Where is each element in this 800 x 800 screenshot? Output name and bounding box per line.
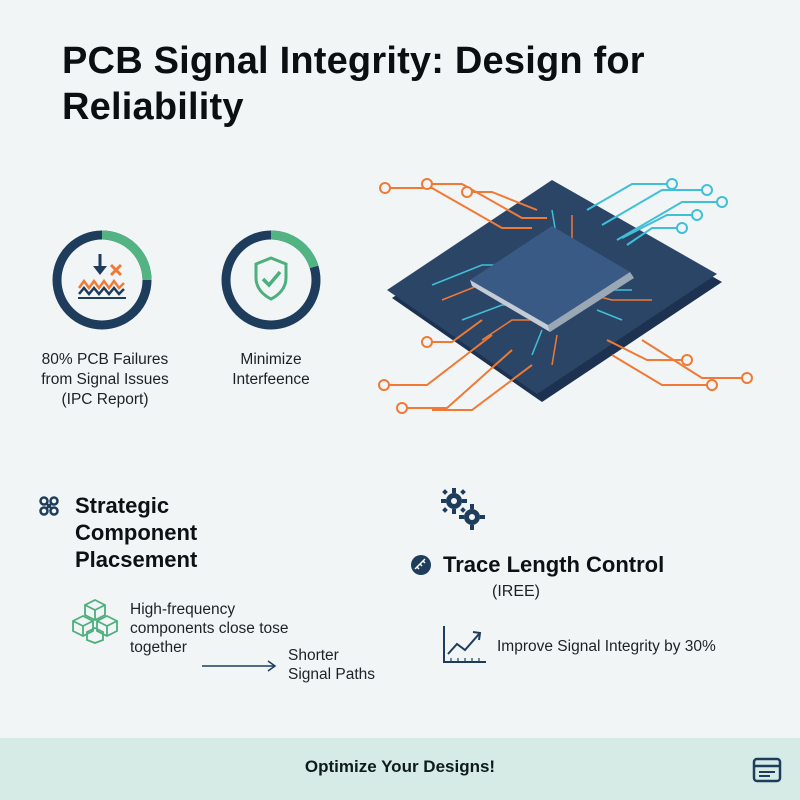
stat-failures-label: 80% PCB Failures from Signal Issues (IPC… bbox=[41, 351, 169, 408]
placement-heading: Strategic Component Placsement bbox=[75, 493, 198, 572]
ruler-icon bbox=[410, 554, 432, 576]
trace-heading: Trace Length Control bbox=[443, 552, 665, 577]
placement-result: Shorter Signal Paths bbox=[288, 647, 376, 683]
trace-benefit: Improve Signal Integrity by 30% bbox=[497, 638, 716, 655]
footer-banner bbox=[0, 738, 800, 800]
arrow-right-icon bbox=[200, 659, 280, 673]
signal-failure-icon bbox=[77, 254, 126, 299]
placement-detail: High-frequency components close tose tog… bbox=[130, 601, 289, 656]
shield-check-icon bbox=[254, 256, 288, 301]
stat-failures-ring bbox=[50, 228, 154, 332]
trace-subheading: (IREE) bbox=[492, 583, 540, 600]
footer-cta[interactable]: Optimize Your Designs! bbox=[304, 757, 496, 776]
placement-icon bbox=[38, 495, 60, 517]
gears-icon bbox=[440, 487, 486, 531]
growth-chart-icon bbox=[441, 624, 489, 666]
stat-interference-ring bbox=[219, 228, 323, 332]
pcb-chip-illustration bbox=[372, 170, 772, 425]
page-title: PCB Signal Integrity: Design for Reliabi… bbox=[62, 40, 645, 128]
browser-window-icon[interactable] bbox=[752, 757, 782, 783]
stat-interference-label: Minimize Interfeence bbox=[232, 351, 310, 388]
cubes-icon bbox=[70, 598, 120, 644]
